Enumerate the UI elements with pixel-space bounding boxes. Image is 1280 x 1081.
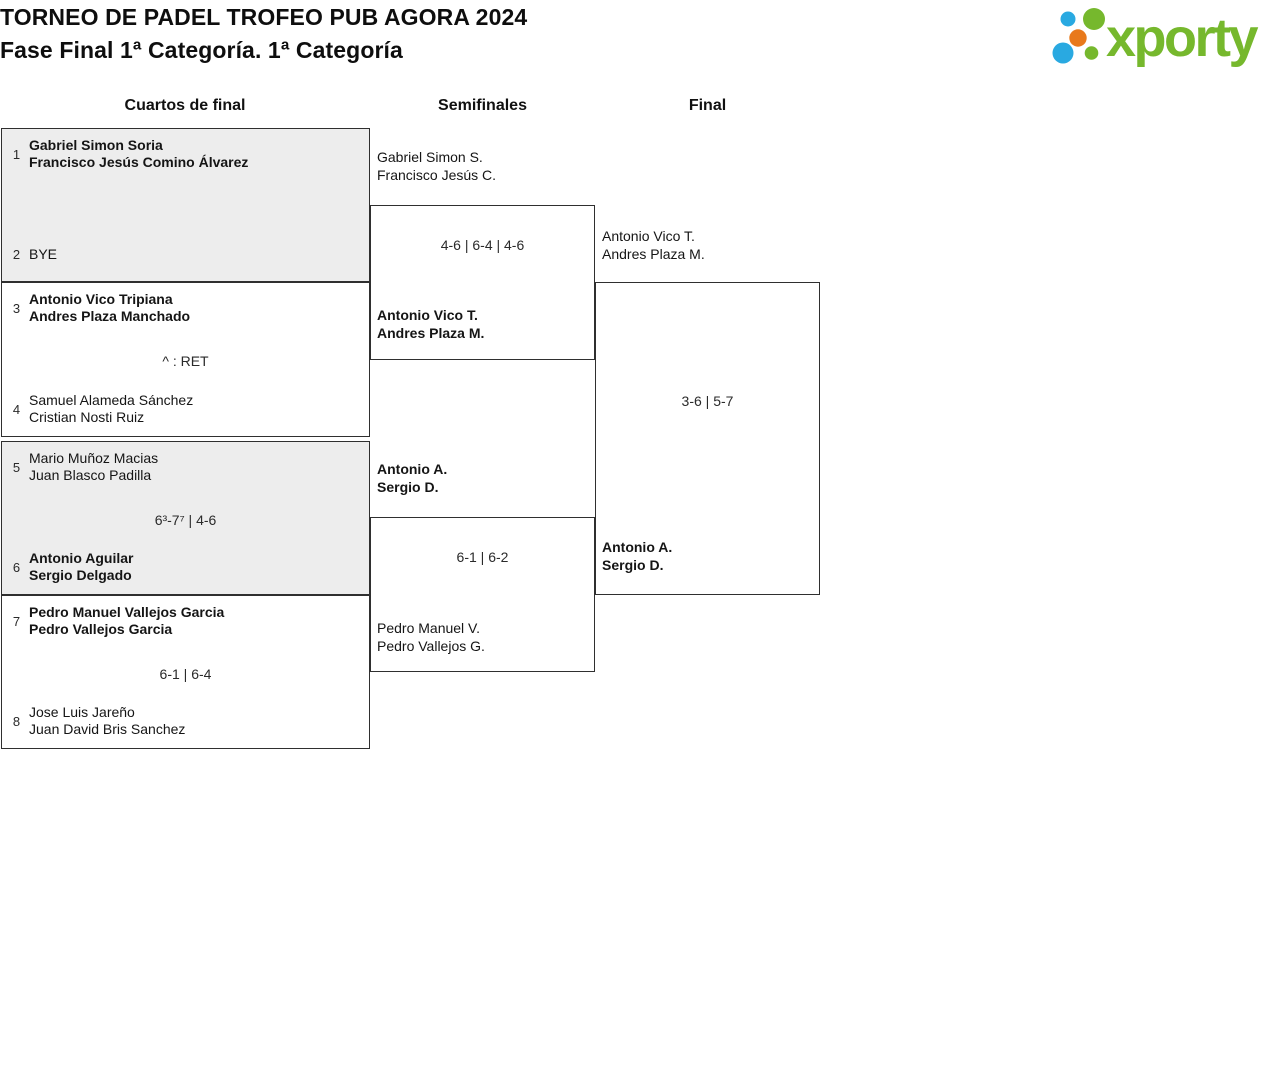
- sf-match-2-box: [370, 517, 595, 672]
- round-header-final: Final: [688, 97, 727, 114]
- match-score: 3-6 | 5-7: [681, 393, 734, 409]
- tournament-subtitle: Fase Final 1ª Categoría. 1ª Categoría: [0, 37, 403, 63]
- logo-dots-icon: [1052, 8, 1105, 64]
- team-name: Antonio Vico Tripiana Andres Plaza Manch…: [29, 291, 191, 324]
- match-score: ^ : RET: [162, 353, 209, 369]
- advancing-team-label: Pedro Manuel V. Pedro Vallejos G.: [377, 620, 485, 654]
- tournament-title: TORNEO DE PADEL TROFEO PUB AGORA 2024: [0, 4, 528, 30]
- advancing-team-label: Antonio Vico T. Andres Plaza M.: [602, 228, 705, 262]
- match-score: 6³-7⁷ | 4-6: [154, 512, 217, 528]
- qf-match-2-box: 3 Antonio Vico Tripiana Andres Plaza Man…: [1, 282, 370, 437]
- seed-number: 7: [12, 613, 21, 629]
- team-name: Gabriel Simon Soria Francisco Jesús Comi…: [29, 137, 249, 170]
- team-name: Samuel Alameda Sánchez Cristian Nosti Ru…: [29, 392, 194, 425]
- seed-number: 2: [12, 246, 21, 262]
- advancing-team-label: Antonio A. Sergio D.: [377, 461, 448, 495]
- round-header-cuartos-de-final: Cuartos de final: [124, 97, 246, 114]
- advancing-team-label: Antonio Vico T. Andres Plaza M.: [377, 307, 485, 341]
- final-match-box: [595, 282, 820, 595]
- team-name: Mario Muñoz Macias Juan Blasco Padilla: [29, 450, 159, 483]
- qf-match-4-box: 7 Pedro Manuel Vallejos Garcia Pedro Val…: [1, 595, 370, 749]
- match-score: 6-1 | 6-4: [159, 666, 212, 682]
- match-score: 4-6 | 6-4 | 4-6: [440, 237, 525, 253]
- team-name: Jose Luis Jareño Juan David Bris Sanchez: [29, 704, 186, 737]
- advancing-team-label: Antonio A. Sergio D.: [602, 539, 673, 573]
- xporty-logo: xporty: [1048, 4, 1274, 72]
- qf-match-1-box: 1 Gabriel Simon Soria Francisco Jesús Co…: [1, 128, 370, 282]
- seed-number: 1: [12, 146, 21, 162]
- team-name: Pedro Manuel Vallejos Garcia Pedro Valle…: [29, 604, 225, 637]
- advancing-team-label: Gabriel Simon S. Francisco Jesús C.: [377, 149, 497, 183]
- sf-match-1-box: [370, 205, 595, 360]
- match-score: 6-1 | 6-2: [456, 549, 509, 565]
- team-name: Antonio Aguilar Sergio Delgado: [29, 550, 134, 583]
- seed-number: 8: [12, 713, 21, 729]
- logo-wordmark: xporty: [1106, 8, 1259, 68]
- qf-match-3-box: 5 Mario Muñoz Macias Juan Blasco Padilla…: [1, 441, 370, 595]
- team-name: BYE: [29, 245, 58, 262]
- seed-number: 6: [12, 559, 21, 575]
- seed-number: 4: [12, 401, 21, 417]
- seed-number: 3: [12, 300, 21, 316]
- round-header-semifinales: Semifinales: [438, 97, 527, 114]
- seed-number: 5: [12, 459, 21, 475]
